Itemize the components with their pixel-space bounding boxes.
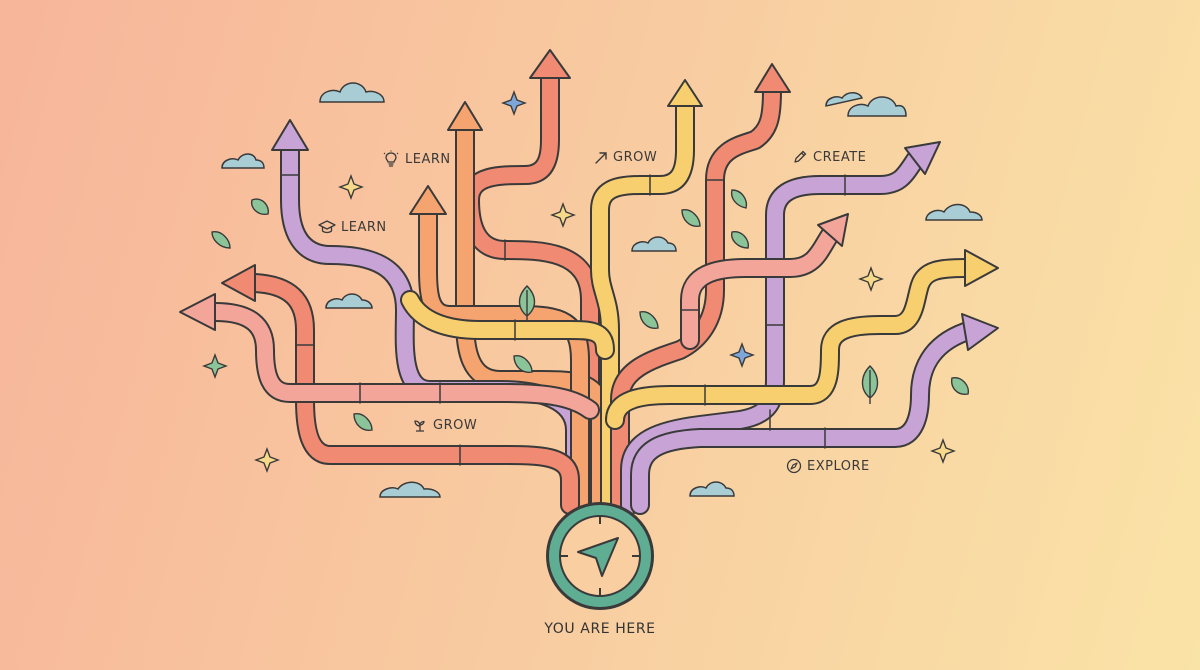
leaves bbox=[211, 189, 969, 431]
leaf-icon bbox=[730, 189, 748, 209]
sparkle-icon bbox=[930, 438, 956, 464]
path-up-orange bbox=[447, 101, 610, 515]
cloud-icon bbox=[325, 293, 373, 309]
leaf-icon bbox=[951, 377, 969, 395]
cloud-icon bbox=[319, 82, 385, 103]
leaf-icon bbox=[639, 311, 659, 329]
leaf-icon bbox=[211, 231, 231, 249]
label-learn-top: LEARN bbox=[382, 150, 451, 168]
leaf-icon bbox=[353, 413, 373, 431]
path-left-coral-mid bbox=[221, 264, 580, 515]
you-are-here-label: YOU ARE HERE bbox=[544, 621, 656, 637]
sparkle-icon bbox=[202, 353, 228, 379]
compass-icon bbox=[786, 458, 802, 474]
cloud-icon bbox=[925, 203, 983, 221]
path-left-pink-low bbox=[179, 293, 600, 420]
label-learn-left: LEARN bbox=[318, 219, 387, 235]
path-up-coral-right bbox=[610, 63, 791, 515]
leaf-icon bbox=[513, 355, 533, 373]
sparkle-icon bbox=[338, 174, 364, 200]
cloud-icon bbox=[847, 96, 907, 117]
clouds bbox=[221, 82, 983, 498]
sparkle-icon bbox=[858, 266, 884, 292]
cloud-icon bbox=[379, 481, 441, 498]
path-yellow-mid bbox=[400, 290, 615, 360]
path-right-coral-curve bbox=[680, 213, 849, 350]
graduation-cap-icon bbox=[318, 220, 336, 234]
cloud-icon bbox=[825, 92, 863, 107]
cloud-icon bbox=[221, 153, 265, 169]
leaf-icon bbox=[861, 365, 879, 404]
label-create: CREATE bbox=[792, 149, 866, 165]
sparkle-icon bbox=[729, 342, 755, 368]
path-up-yellow bbox=[590, 79, 703, 515]
path-right-yellow bbox=[605, 249, 999, 430]
sparkle-icon bbox=[550, 202, 576, 228]
sprout-icon bbox=[414, 420, 425, 432]
cloud-icon bbox=[689, 481, 735, 497]
label-explore: EXPLORE bbox=[786, 458, 870, 474]
path-right-purple-low bbox=[630, 313, 999, 515]
leaf-icon bbox=[731, 231, 749, 249]
leaf-icon bbox=[518, 285, 536, 322]
label-grow-top: GROW bbox=[594, 150, 657, 165]
path-right-purple-top bbox=[620, 141, 941, 515]
leaf-icon bbox=[251, 198, 269, 215]
trend-arrow-icon bbox=[595, 151, 607, 164]
path-segment-dividers bbox=[281, 174, 846, 466]
lightbulb-icon bbox=[383, 150, 399, 167]
compass-navigation-icon bbox=[546, 502, 654, 610]
cloud-icon bbox=[631, 236, 677, 252]
label-grow-bottom: GROW bbox=[412, 417, 477, 433]
sparkle-icon bbox=[501, 90, 527, 116]
sparkles bbox=[202, 90, 956, 473]
pencil-icon bbox=[794, 150, 807, 163]
leaf-icon bbox=[681, 209, 701, 227]
sparkle-icon bbox=[254, 447, 280, 473]
